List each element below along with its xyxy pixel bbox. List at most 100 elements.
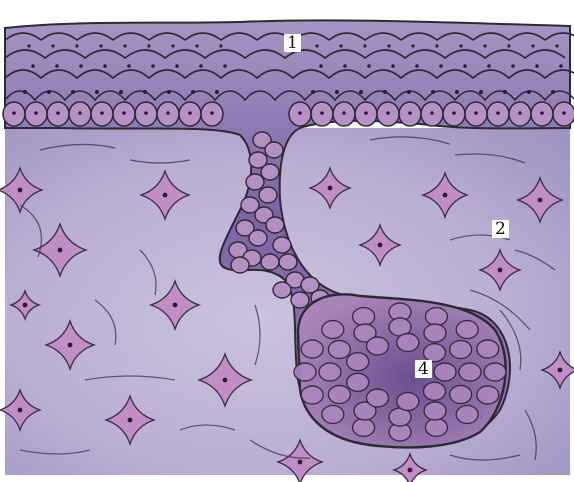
cell-nucleus (363, 44, 366, 47)
bud-cell (434, 363, 456, 381)
bud-cell (367, 337, 389, 355)
cord-cell (231, 257, 249, 273)
bud-cell (424, 402, 446, 420)
bud-cell (319, 363, 341, 381)
cell-nucleus (51, 44, 54, 47)
cell-nucleus (311, 90, 315, 94)
bud-cell (424, 324, 446, 342)
bud-cell (450, 386, 472, 404)
cell-nucleus (79, 64, 83, 68)
bud-cell (424, 382, 446, 400)
cell-nucleus (147, 44, 150, 47)
cell-nucleus (171, 44, 174, 47)
cell-nucleus (364, 111, 368, 115)
bud-cell (328, 341, 350, 359)
cell-nucleus (195, 44, 198, 47)
cell-nucleus (127, 64, 131, 68)
cell-nucleus (163, 193, 168, 198)
cell-nucleus (339, 44, 342, 47)
cell-nucleus (75, 44, 78, 47)
cell-nucleus (103, 64, 107, 68)
cell-nucleus (210, 111, 214, 115)
cell-nucleus (151, 64, 155, 68)
bud-cell (294, 363, 316, 381)
cord-cell (249, 230, 267, 246)
cell-nucleus (199, 64, 203, 68)
cell-nucleus (439, 64, 443, 68)
cord-cell (273, 282, 291, 298)
label-2: 2 (492, 220, 509, 238)
cell-nucleus (315, 44, 318, 47)
cell-nucleus (18, 188, 23, 193)
cell-nucleus (122, 111, 126, 115)
cell-nucleus (503, 90, 507, 94)
cell-nucleus (386, 111, 390, 115)
cell-nucleus (387, 44, 390, 47)
cell-nucleus (119, 90, 123, 94)
cell-nucleus (431, 90, 435, 94)
cell-nucleus (430, 111, 434, 115)
bud-cell (477, 340, 499, 358)
cell-nucleus (511, 64, 515, 68)
cell-nucleus (408, 111, 412, 115)
cell-nucleus (367, 64, 371, 68)
cell-nucleus (47, 90, 51, 94)
cell-nucleus (12, 111, 16, 115)
cell-nucleus (188, 111, 192, 115)
label-1: 1 (284, 34, 301, 52)
cell-nucleus (391, 64, 395, 68)
cell-nucleus (459, 44, 462, 47)
cell-nucleus (531, 44, 534, 47)
cell-nucleus (320, 111, 324, 115)
cell-nucleus (498, 268, 503, 273)
bud-cell (459, 363, 481, 381)
bud-cell (456, 405, 478, 423)
cord-cell (246, 174, 264, 190)
cell-nucleus (123, 44, 126, 47)
cell-nucleus (408, 468, 413, 473)
cell-nucleus (99, 44, 102, 47)
bud-cell (425, 418, 447, 436)
cord-cell (266, 217, 284, 233)
cell-nucleus (298, 460, 303, 465)
cell-nucleus (23, 90, 27, 94)
cell-nucleus (455, 90, 459, 94)
cell-nucleus (342, 111, 346, 115)
cell-nucleus (335, 90, 339, 94)
cord-cell (279, 254, 297, 270)
cell-nucleus (144, 111, 148, 115)
bud-cell (397, 393, 419, 411)
cell-nucleus (555, 44, 558, 47)
cell-nucleus (535, 64, 539, 68)
cord-cell (259, 187, 277, 203)
cell-nucleus (56, 111, 60, 115)
cell-nucleus (23, 303, 28, 308)
cell-nucleus (68, 343, 73, 348)
cord-cell (265, 142, 283, 158)
cell-nucleus (359, 90, 363, 94)
cell-nucleus (215, 90, 219, 94)
cell-nucleus (173, 303, 178, 308)
cell-nucleus (518, 111, 522, 115)
cell-nucleus (167, 90, 171, 94)
bud-cell (367, 389, 389, 407)
bud-cell (450, 341, 472, 359)
cell-nucleus (378, 243, 383, 248)
bud-cell (477, 386, 499, 404)
bud-cell (353, 308, 375, 326)
cell-nucleus (319, 64, 323, 68)
cell-nucleus (474, 111, 478, 115)
cell-nucleus (551, 90, 555, 94)
cell-nucleus (298, 111, 302, 115)
cell-nucleus (507, 44, 510, 47)
cell-nucleus (128, 418, 133, 423)
cell-nucleus (463, 64, 467, 68)
cell-nucleus (34, 111, 38, 115)
cell-nucleus (496, 111, 500, 115)
cell-nucleus (27, 44, 30, 47)
cell-nucleus (58, 248, 63, 253)
bud-cell (353, 418, 375, 436)
bud-cell (484, 363, 506, 381)
cell-nucleus (78, 111, 82, 115)
